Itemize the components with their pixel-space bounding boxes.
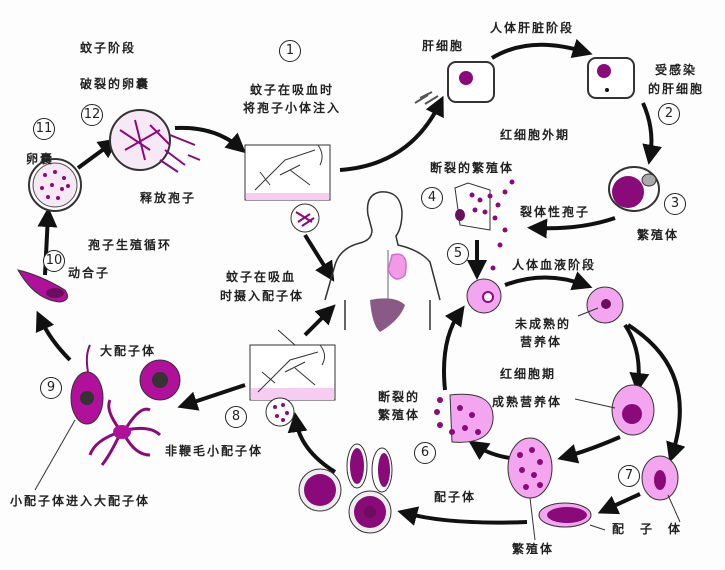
- gametocytes-group: [298, 443, 393, 534]
- label-ruptured-line1: 断裂的: [378, 390, 421, 404]
- rbc-immature-trophozoite: [586, 286, 624, 324]
- arrow-schizont-to-merozoites: [527, 216, 616, 239]
- arrow-gametes-to-ookinete: [35, 310, 72, 362]
- mosquito-stage-heading: 蚊子阶段: [80, 41, 137, 55]
- label-microgamete-enters: 小配子体进入大配子体: [10, 494, 151, 508]
- label-gametocytes-left: 配子体: [434, 490, 477, 504]
- label-sporogonic-cycle: 孢子生殖循环: [88, 238, 173, 252]
- arrow-immature-to-mature: [623, 323, 650, 393]
- label-ookinete: 动合子: [68, 266, 111, 280]
- step-4: 4: [421, 187, 443, 209]
- arrow-oocyst-to-rupture: [76, 138, 119, 170]
- infected-liver-cell: [587, 57, 635, 99]
- step-3: 3: [664, 193, 686, 215]
- arrow-gametocytes-to-mosquito: [287, 412, 337, 474]
- arrow-mosquito-to-liver: [339, 95, 444, 172]
- label-erythrocytic: 红细胞期: [500, 367, 557, 381]
- label-ruptured-schizont: 断裂的繁殖体: [430, 161, 515, 175]
- label-injection-line2: 将孢子小体注入: [243, 101, 342, 115]
- step-12: 12: [81, 104, 103, 126]
- rbc-ring-stage: [466, 278, 502, 314]
- cycle-arrows: [35, 38, 686, 526]
- arrow-ruptured-to-ring: [442, 305, 465, 391]
- arrow-mosquito2-to-gametes: [177, 383, 246, 411]
- arrow-mature-to-schizont: [557, 435, 621, 464]
- label-macrogametocyte: 大配子体: [100, 344, 157, 358]
- label-liver-cell: 肝细胞: [422, 39, 465, 53]
- label-blood-schizont: 繁殖体: [512, 542, 555, 556]
- arrow-outer-to-gametocyte: [626, 323, 686, 463]
- step-8: 8: [225, 406, 247, 428]
- label-ingestion-line1: 蚊子在吸血: [226, 270, 297, 284]
- oocyst: [28, 158, 82, 212]
- step-2: 2: [658, 103, 680, 125]
- rbc-mature-trophozoite: [611, 384, 655, 436]
- label-exo-erythrocytic: 红细胞外期: [500, 128, 571, 142]
- ookinete: [17, 269, 69, 303]
- label-immature-line1: 未成熟的: [515, 317, 572, 331]
- label-oocyst: 卵囊: [26, 152, 55, 166]
- step-6: 6: [414, 442, 436, 464]
- step-1: 1: [279, 40, 301, 62]
- step-10: 10: [43, 250, 65, 272]
- label-microgametocyte: 非鞭毛小配子体: [165, 444, 264, 458]
- mosquito-feeding-injection: [244, 144, 331, 233]
- label-release-sporozoites: 释放孢子: [140, 191, 197, 205]
- blood-stage-heading: 人体血液阶段: [512, 258, 597, 272]
- arrow-release-to-mosquito: [174, 125, 247, 154]
- label-injection-line1: 蚊子在吸血时: [250, 83, 335, 97]
- label-ingestion-line2: 时摄入配子体: [220, 289, 305, 303]
- label-gametocytes-right: 配 子 体: [612, 522, 683, 536]
- gametes: [34, 344, 181, 491]
- step-9: 9: [40, 377, 62, 399]
- arrow-mosquito-to-human: [303, 233, 335, 282]
- label-merozoites: 裂体性孢子: [520, 205, 591, 219]
- leader-lines: [529, 307, 681, 541]
- step-7: 7: [618, 465, 640, 487]
- label-liver-schizont: 繁殖体: [637, 228, 680, 242]
- arrow-infected-to-schizont: [641, 102, 663, 165]
- liver-cell: [414, 61, 495, 105]
- label-mature-trophozoite: 成熟营养体: [492, 395, 563, 409]
- ruptured-oocyst: [109, 109, 201, 173]
- label-immature-line2: 营养体: [520, 335, 563, 349]
- rbc-gametocyte-crescent: [538, 502, 592, 528]
- label-ruptured-line2: 繁殖体: [378, 408, 421, 422]
- arrow-ring-to-immature: [504, 271, 593, 291]
- liver-schizont: [608, 166, 660, 212]
- label-infected-line2: 的肝细胞: [648, 82, 705, 96]
- arrow-to-gametocyte-ellipse: [597, 492, 641, 515]
- ruptured-liver-schizont: [454, 179, 515, 271]
- rbc-ruptured-schizont: [434, 393, 494, 443]
- step-11: 11: [33, 118, 55, 140]
- step-5: 5: [447, 243, 469, 265]
- label-ruptured-oocyst: 破裂的卵囊: [80, 77, 151, 91]
- rbc-young-gametocyte: [641, 455, 679, 501]
- arrow-gametocyte-to-left: [397, 506, 528, 526]
- label-infected-line1: 受感染: [655, 63, 698, 77]
- arrow-schizont-to-ruptured: [468, 440, 511, 460]
- rbc-schizont: [507, 437, 553, 499]
- liver-stage-heading: 人体肝脏阶段: [490, 21, 575, 35]
- arrow-mosquito2-to-human: [303, 304, 336, 337]
- human-body: [324, 191, 441, 332]
- arrow-liver-to-infected: [490, 38, 593, 60]
- mosquito-feeding-ingestion: [249, 329, 336, 427]
